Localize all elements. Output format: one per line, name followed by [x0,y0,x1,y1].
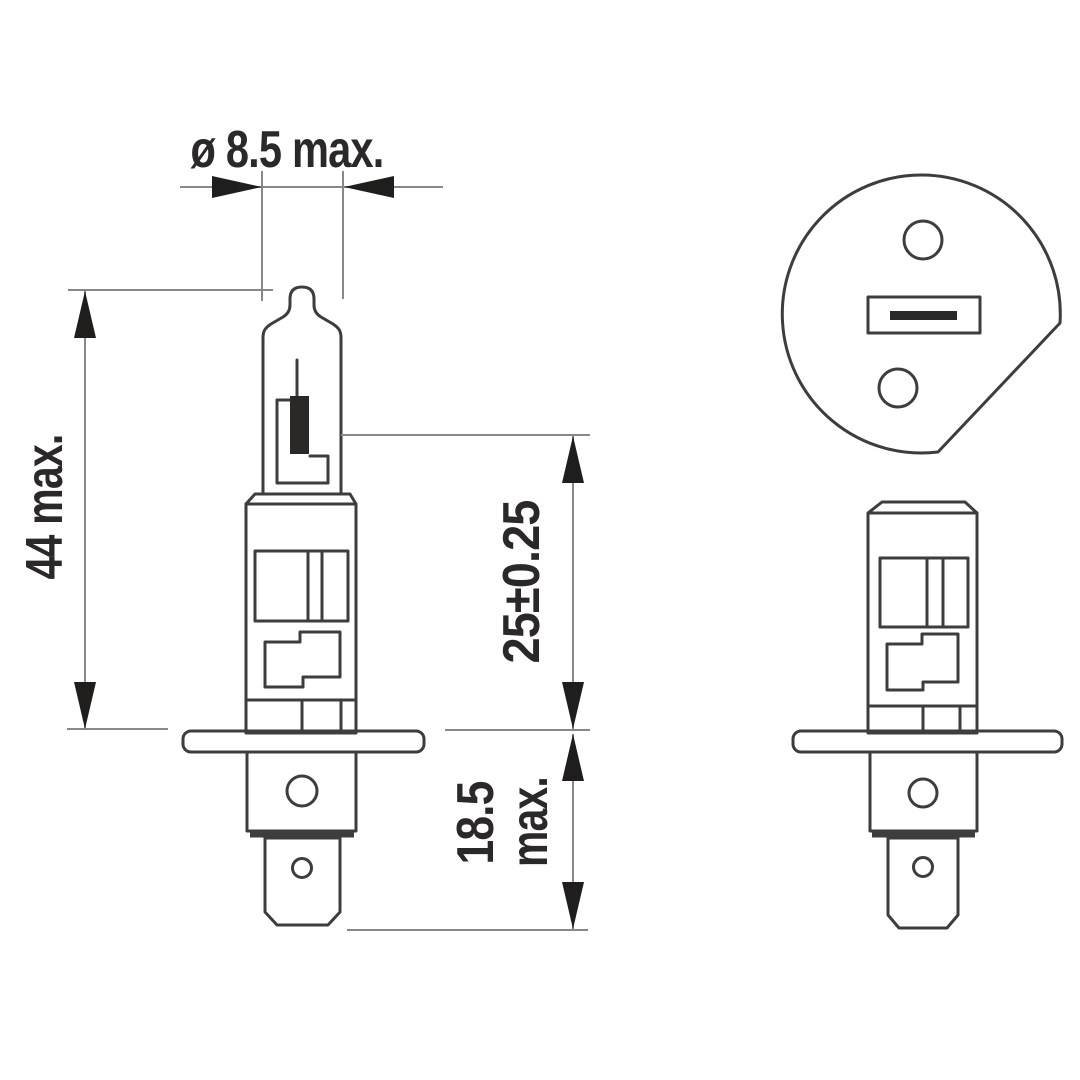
overall-length-arrow-bottom [74,682,96,729]
overall-length-arrow-top [74,291,96,338]
base-lower-tab [300,698,343,735]
filament-center-arrow-top [562,436,584,483]
base-length-arrow-top [562,734,584,781]
base2-window [878,556,970,629]
face-contact-slot [866,295,982,335]
base-length-label-suffix: max. [501,777,559,867]
base-window [253,549,350,623]
base2-window-dividers [925,556,945,629]
terminal2-hole [912,856,934,878]
filament-support-outline [275,398,330,485]
glass-envelope-outline [261,285,343,496]
housing2-hole [907,777,939,809]
base2-body [866,511,979,735]
dimension-overall-length: 44 max. [16,289,273,730]
base-window-dividers [306,549,324,623]
bulb-side-view [181,285,426,927]
filament-center-extension-lines [341,434,590,731]
filament [290,396,309,454]
base2-lower-tab [921,704,962,735]
filament-center-label: 25±0.25 [493,500,551,663]
diameter-arrow-left [212,176,262,198]
face-hole-bottom [877,367,919,409]
terminal2-tab [886,836,960,930]
lower-housing2 [868,750,979,833]
terminal-tab [263,836,342,927]
base-length-arrow-bottom [562,882,584,929]
overall-length-label: 44 max. [16,435,74,580]
dimension-base-length: 18.5 max. [347,734,588,931]
bulb-diameter-label: ø 8.5 max. [191,121,384,179]
base2-cap [866,500,979,515]
diameter-arrow-right [344,176,394,198]
terminal-hole [291,857,313,879]
housing-hole [285,774,319,808]
base-length-label-value: 18.5 [447,781,505,864]
dimension-bulb-diameter: ø 8.5 max. [180,121,443,301]
face-contact-blade [890,311,957,320]
face-hole-top [902,219,944,261]
diameter-extension-lines [261,171,344,301]
overall-length-extension-lines [67,289,273,730]
flange-face-outline [780,173,1062,455]
base-key-notch [263,630,342,689]
base-face-view [780,173,1062,455]
dimension-filament-center: 25±0.25 [341,434,590,731]
lower-housing [245,750,358,833]
filament-center-arrow-bottom [562,682,584,729]
base-side-view [791,500,1064,930]
base2-key-notch [885,632,960,692]
